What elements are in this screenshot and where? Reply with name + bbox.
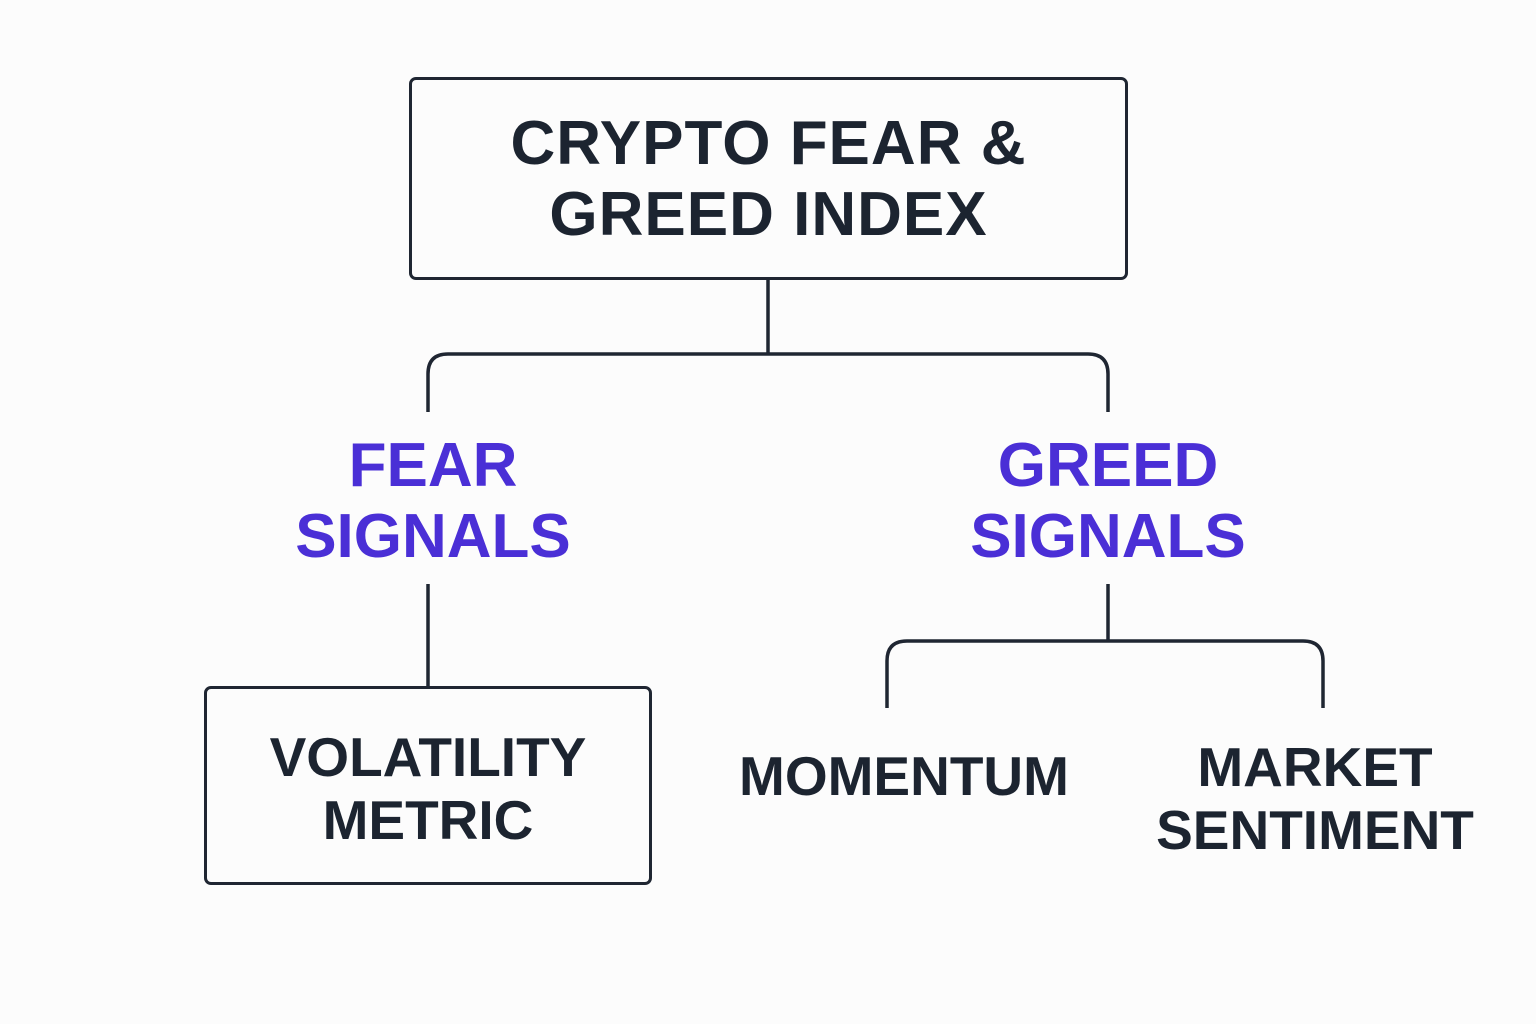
greed-branch [885, 639, 1325, 708]
market-title-line-1: MARKET [1197, 736, 1433, 798]
root-title-line-1: CRYPTO FEAR & [510, 109, 1027, 178]
volatility-title-line-1: VOLATILITY [269, 726, 587, 788]
root-node-box [409, 77, 1128, 280]
market-sentiment-node: MARKET SENTIMENT [1150, 736, 1480, 863]
fear-title-line-1: FEAR [348, 431, 518, 500]
greed-signals-node: GREED SIGNALS [930, 430, 1286, 573]
volatility-metric-node: VOLATILITY METRIC [204, 726, 652, 853]
root-branch [426, 352, 1110, 412]
volatility-node-box [204, 686, 652, 885]
root-title-line-2: GREED INDEX [549, 180, 988, 250]
fear-signals-node: FEAR SIGNALS [268, 430, 598, 573]
fear-title-line-2: SIGNALS [295, 502, 571, 572]
root-node-title: CRYPTO FEAR & GREED INDEX [409, 108, 1128, 251]
volatility-title-line-2: METRIC [322, 789, 534, 852]
momentum-node: MOMENTUM [720, 745, 1088, 808]
greed-title-line-1: GREED [997, 431, 1219, 500]
market-title-line-2: SENTIMENT [1156, 799, 1474, 862]
momentum-title: MOMENTUM [739, 745, 1069, 807]
greed-title-line-2: SIGNALS [970, 502, 1246, 572]
